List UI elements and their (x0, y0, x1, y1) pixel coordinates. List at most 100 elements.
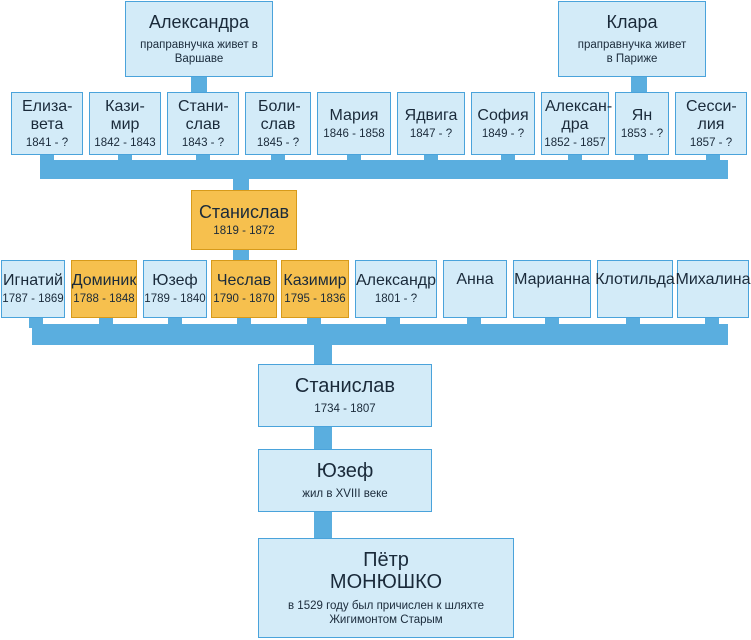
person-surname: МОНЮШКО (329, 571, 443, 593)
person-name: Казимир (283, 272, 347, 289)
drop-gen3-2 (118, 155, 132, 165)
person-dates: 1801 - ? (374, 293, 418, 305)
person-name: Михалина (675, 271, 751, 288)
person-box-gen3-8: Алексан-дра 1852 - 1857 (541, 92, 613, 155)
drop-gen2-2 (99, 318, 113, 328)
drop-gen3-7 (501, 155, 515, 165)
person-name: Юзеф (152, 272, 198, 289)
person-box-gen2-6: Александр 1801 - ? (355, 260, 437, 318)
person-name: Игнатий (3, 272, 63, 289)
person-dates: 1790 - 1870 (213, 293, 275, 305)
person-name: Александр (355, 272, 437, 289)
person-box-gen3-4: Боли-слав 1845 - ? (245, 92, 311, 155)
person-dates: 1795 - 1836 (284, 293, 346, 305)
person-dates: 1789 - 1840 (144, 293, 206, 305)
drop-gen3-9 (634, 155, 648, 165)
drop-gen2-3 (168, 318, 182, 328)
person-box-piotr-moniuszko: Пётр МОНЮШКО в 1529 году был причислен к… (258, 538, 514, 638)
person-name: Станислав (294, 375, 396, 397)
person-box-stanislav-1734: Станислав 1734 - 1807 (258, 364, 432, 427)
connector-gen3-bus (40, 160, 728, 179)
person-box-gen3-7: София 1849 - ? (471, 92, 535, 155)
drop-gen2-1 (29, 318, 43, 328)
person-name: Кази-мир (105, 97, 145, 133)
person-dates: 1849 - ? (481, 127, 525, 140)
person-name: Ян (631, 106, 653, 124)
person-box-aleksandra-warsaw: Александра праправнучка живет в Варшаве (125, 1, 273, 77)
person-name: Алексан-дра (545, 97, 613, 133)
person-name: Чеслав (216, 272, 272, 289)
connector-gen2-stem (233, 249, 249, 262)
connector-top-left (191, 76, 207, 94)
person-dates: 1843 - ? (181, 136, 225, 149)
connector-gen2-bus (32, 324, 728, 345)
person-dates: 1842 - 1843 (94, 136, 156, 149)
person-box-stanislav-1819: Станислав 1819 - 1872 (191, 190, 297, 250)
person-name: Елиза-вета (22, 97, 73, 133)
person-box-gen2-4: Чеслав 1790 - 1870 (211, 260, 277, 318)
person-name: Пётр (363, 549, 409, 571)
person-box-gen2-1: Игнатий 1787 - 1869 (1, 260, 65, 318)
person-box-gen2-7: Анна (443, 260, 507, 318)
person-dates: 1734 - 1807 (314, 403, 376, 415)
person-name: Боли-слав (258, 97, 301, 133)
person-dates: 1847 - ? (409, 127, 453, 140)
person-box-gen2-8: Марианна (513, 260, 591, 318)
person-box-gen3-10: Сесси-лия 1857 - ? (675, 92, 747, 155)
person-note: в 1529 году был причислен к шляхте Жигим… (288, 600, 484, 626)
drop-gen3-6 (424, 155, 438, 165)
person-name: Анна (456, 271, 494, 288)
person-name: София (477, 106, 529, 124)
person-dates: 1841 - ? (25, 136, 69, 149)
person-dates: 1852 - 1857 (544, 136, 606, 149)
connector-stanislav-juzef (314, 426, 332, 450)
person-note: праправнучка живет в Париже (577, 39, 687, 65)
drop-gen3-10 (706, 155, 720, 165)
person-box-gen3-9: Ян 1853 - ? (615, 92, 669, 155)
person-name: Доминик (71, 272, 137, 289)
person-box-gen3-2: Кази-мир 1842 - 1843 (89, 92, 161, 155)
connector-top-right (631, 76, 647, 94)
person-box-gen3-3: Стани-слав 1843 - ? (167, 92, 239, 155)
person-note: праправнучка живет в Варшаве (140, 39, 258, 65)
person-box-gen3-6: Ядвига 1847 - ? (397, 92, 465, 155)
connector-juzef-piotr (314, 511, 332, 539)
person-box-klara-paris: Клара праправнучка живет в Париже (558, 1, 706, 77)
person-name: Мария (329, 106, 379, 124)
person-box-gen3-5: Мария 1846 - 1858 (317, 92, 391, 155)
person-dates: 1853 - ? (620, 127, 664, 140)
person-name: Марианна (514, 271, 590, 288)
person-box-juzef: Юзеф жил в XVIII веке (258, 449, 432, 512)
person-box-gen2-9: Клотильда (595, 260, 675, 318)
person-name: Сесси-лия (686, 97, 737, 133)
drop-gen3-4 (271, 155, 285, 165)
person-name: Александра (148, 12, 250, 32)
drop-gen3-8 (568, 155, 582, 165)
connector-gen2-trunk (314, 340, 332, 366)
person-box-gen3-1: Елиза-вета 1841 - ? (11, 92, 83, 155)
drop-gen3-5 (347, 155, 361, 165)
person-name: Юзеф (316, 460, 374, 482)
drop-gen2-6 (386, 318, 400, 328)
person-box-gen2-10: Михалина (675, 260, 751, 318)
person-dates: 1857 - ? (689, 136, 733, 149)
person-dates: 1788 - 1848 (73, 293, 135, 305)
drop-gen2-8 (545, 318, 559, 328)
person-dates: 1846 - 1858 (323, 127, 385, 140)
person-name: Клара (606, 12, 658, 32)
person-name: Клотильда (595, 271, 675, 288)
person-name: Стани-слав (178, 97, 229, 133)
drop-gen3-1 (40, 155, 54, 165)
person-name: Ядвига (404, 106, 458, 124)
person-box-gen2-5: Казимир 1795 - 1836 (281, 260, 349, 318)
person-box-gen2-2: Доминик 1788 - 1848 (71, 260, 137, 318)
drop-gen2-7 (467, 318, 481, 328)
person-dates: 1787 - 1869 (2, 293, 64, 305)
person-note: жил в XVIII веке (302, 488, 388, 500)
drop-gen2-5 (307, 318, 321, 328)
drop-gen2-10 (705, 318, 719, 328)
drop-gen2-9 (626, 318, 640, 328)
person-box-gen2-3: Юзеф 1789 - 1840 (143, 260, 207, 318)
person-name: Станислав (198, 202, 290, 222)
